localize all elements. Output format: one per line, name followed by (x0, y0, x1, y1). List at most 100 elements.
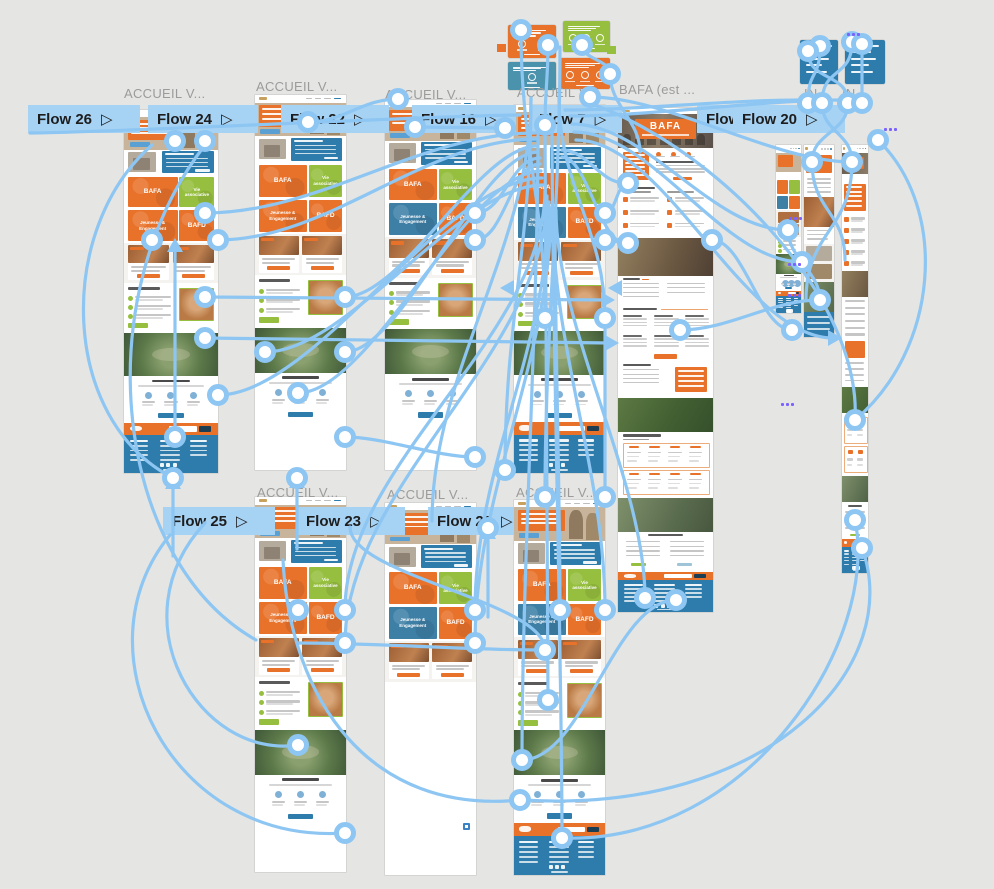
frame-nub-1[interactable] (497, 44, 506, 52)
prototype-connection[interactable] (520, 598, 678, 762)
prototype-connection[interactable] (710, 238, 794, 332)
tile-vie-associative[interactable]: Vie associative (308, 164, 343, 197)
connection-node[interactable] (797, 40, 819, 62)
connection-node[interactable] (194, 327, 216, 349)
prototype-connection[interactable] (216, 176, 544, 397)
connection-node[interactable] (297, 111, 319, 133)
prototype-connection[interactable] (165, 521, 300, 748)
connection-node[interactable] (579, 86, 601, 108)
tile-jeunesse-engagement[interactable]: Jeunesse & Engagement (388, 203, 437, 235)
connection-node[interactable] (464, 229, 486, 251)
play-icon[interactable]: ▷ (501, 512, 513, 530)
connection-node[interactable] (594, 307, 616, 329)
connection-node[interactable] (387, 88, 409, 110)
play-icon[interactable]: ▷ (594, 110, 607, 128)
menu-item[interactable] (805, 64, 823, 66)
connection-node[interactable] (254, 341, 276, 363)
prototype-connection[interactable] (343, 188, 547, 612)
connection-node[interactable] (287, 599, 309, 621)
tile-bafa[interactable]: BAFA (258, 164, 307, 197)
prototype-connection[interactable] (570, 122, 790, 232)
prototype-connection[interactable] (560, 155, 627, 245)
connection-node[interactable] (551, 827, 573, 849)
connection-node[interactable] (599, 63, 621, 85)
prototype-connection[interactable] (678, 298, 822, 332)
connection-node[interactable] (510, 19, 532, 41)
frame-bafa-page[interactable]: BAFA (618, 108, 713, 612)
connection-node[interactable] (791, 251, 813, 273)
connection-node[interactable] (464, 599, 486, 621)
connection-node[interactable] (534, 307, 556, 329)
connection-node[interactable] (509, 789, 531, 811)
prototype-connection[interactable] (281, 558, 522, 803)
prototype-connection[interactable] (590, 102, 857, 422)
prototype-connection[interactable] (563, 98, 802, 112)
tile-jeunesse-engagement[interactable]: Jeunesse & Engagement (258, 199, 307, 232)
connection-node[interactable] (617, 232, 639, 254)
connection-node[interactable] (477, 517, 499, 539)
connection-node[interactable] (404, 116, 426, 138)
connection-node[interactable] (534, 114, 556, 136)
connection-node[interactable] (571, 34, 593, 56)
connection-node[interactable] (194, 202, 216, 224)
connection-node[interactable] (287, 734, 309, 756)
tile-jeunesse-engagement[interactable]: Jeunesse & Engagement (127, 210, 178, 241)
prototype-connection[interactable] (28, 113, 522, 135)
flow-chip-flow-21[interactable]: Flow 21▷ (428, 507, 514, 535)
connection-node[interactable] (549, 599, 571, 621)
prototype-connection[interactable] (553, 218, 562, 612)
connection-node[interactable] (194, 130, 216, 152)
connection-node[interactable] (494, 117, 516, 139)
connection-node[interactable] (464, 632, 486, 654)
prototype-connection[interactable] (430, 96, 533, 523)
connection-node[interactable] (207, 229, 229, 251)
connection-node[interactable] (537, 689, 559, 711)
prototype-connection[interactable] (343, 435, 477, 459)
prototype-connection[interactable] (572, 130, 804, 264)
prototype-connection[interactable] (473, 200, 551, 612)
connection-node[interactable] (334, 822, 356, 844)
connection-node[interactable] (464, 446, 486, 468)
tile-vie-associative[interactable]: Vie associative (179, 176, 215, 208)
flow-chip-flow-25[interactable]: Flow 25▷ (163, 507, 275, 535)
connection-node[interactable] (334, 632, 356, 654)
connection-node[interactable] (777, 219, 799, 241)
play-icon[interactable]: ▷ (221, 110, 233, 128)
connection-node[interactable] (801, 151, 823, 173)
connection-node[interactable] (207, 384, 229, 406)
prototype-connection[interactable] (296, 641, 547, 652)
connection-node[interactable] (669, 319, 691, 341)
connection-node[interactable] (781, 319, 803, 341)
prototype-connection[interactable] (560, 518, 860, 840)
prototype-connection[interactable] (473, 206, 553, 645)
connection-node[interactable] (851, 92, 873, 114)
flow-chip-flow-26[interactable]: Flow 26▷ (28, 105, 140, 133)
prototype-connection[interactable] (128, 143, 258, 642)
connection-node[interactable] (534, 486, 556, 508)
prototype-connection[interactable] (296, 169, 543, 395)
connection-node[interactable] (851, 33, 873, 55)
frame-title[interactable]: ACCUEIL V... (387, 487, 469, 502)
prototype-connection[interactable] (543, 45, 562, 499)
prototype-connection[interactable] (203, 295, 608, 302)
play-icon[interactable]: ▷ (806, 110, 818, 128)
prototype-connection[interactable] (557, 96, 607, 320)
prototype-connection[interactable] (216, 137, 538, 242)
connection-node[interactable] (464, 202, 486, 224)
connection-node[interactable] (511, 749, 533, 771)
connection-node[interactable] (164, 130, 186, 152)
prototype-connection[interactable] (81, 143, 175, 480)
connection-node[interactable] (701, 229, 723, 251)
frame-title[interactable]: ACCUEIL V... (124, 86, 206, 101)
prototype-connection[interactable] (853, 138, 927, 422)
connection-node[interactable] (867, 129, 889, 151)
prototype-connection[interactable] (520, 546, 872, 803)
connection-node[interactable] (537, 34, 559, 56)
frame-title[interactable]: ACCUEIL V... (517, 85, 599, 100)
prototype-connection[interactable] (131, 533, 347, 836)
connection-node[interactable] (811, 92, 833, 114)
play-icon[interactable]: ▷ (101, 110, 113, 128)
connection-node[interactable] (809, 289, 831, 311)
prototype-connection[interactable] (804, 160, 854, 302)
